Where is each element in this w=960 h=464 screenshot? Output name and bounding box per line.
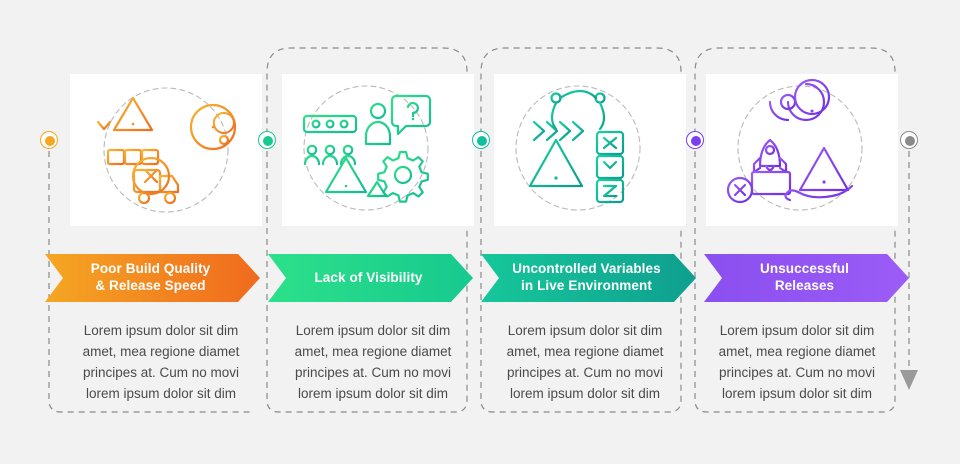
step-body-1: Lorem ipsum dolor sit dim amet, mea regi… [82, 323, 240, 401]
step-banner-4: Unsuccessful Releases [704, 254, 909, 302]
step-label-3-line1: Uncontrolled Variables [512, 261, 661, 277]
end-arrow-head [900, 370, 918, 390]
illustration-card-1 [70, 74, 262, 226]
step-label-1-line2: & Release Speed [95, 278, 206, 293]
node-dot-3 [472, 131, 490, 149]
node-dot-2 [258, 131, 276, 149]
step-label-2-line1: Lack of Visibility [314, 269, 423, 285]
node-dot-4 [686, 131, 704, 149]
illustration-card-2 [282, 74, 474, 226]
step-banner-2: Lack of Visibility [268, 254, 473, 302]
illustration-card-3 [494, 74, 686, 226]
step-body-4: Lorem ipsum dolor sit dim amet, mea regi… [718, 323, 876, 401]
illustration-card-4 [706, 74, 898, 226]
step-label-3-line2: in Live Environment [521, 278, 652, 293]
step-label-4-line1: Unsuccessful [760, 261, 849, 277]
step-body-3: Lorem ipsum dolor sit dim amet, mea regi… [506, 323, 664, 401]
node-dot-end [900, 131, 918, 149]
step-label-1-line1: Poor Build Quality [90, 261, 211, 277]
step-label-4-line2: Releases [774, 278, 835, 293]
step-banner-1: Poor Build Quality & Release Speed [45, 254, 260, 302]
step-banner-3: Uncontrolled Variables in Live Environme… [481, 254, 696, 302]
step-body-2: Lorem ipsum dolor sit dim amet, mea regi… [294, 323, 452, 401]
node-dot-1 [40, 131, 58, 149]
